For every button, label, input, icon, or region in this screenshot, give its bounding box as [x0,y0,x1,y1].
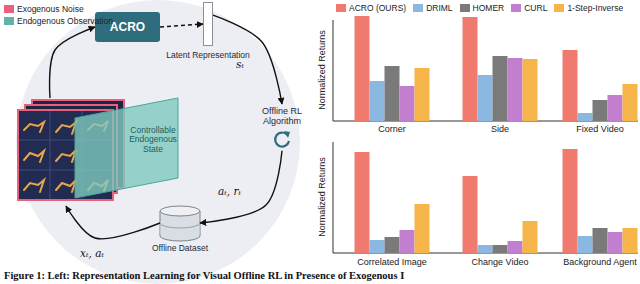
cylinder-top [160,206,200,216]
bar [608,95,623,121]
figure-caption: Figure 1: Left: Representation Learning … [4,270,404,281]
legend-swatch [554,4,564,12]
edge-label: xₜ, aₜ [80,247,104,259]
bar [523,221,538,253]
category-label: Change Video [472,257,529,267]
cycle-arrow [200,151,282,223]
category-label: Side [491,124,509,134]
bar [370,81,385,121]
node-label: Offline Dataset [152,243,208,253]
bar [508,241,523,253]
bar [415,204,430,253]
dataset-cylinder [160,206,200,241]
bar [523,59,538,121]
observation-stack: Controllable Endogenous State [18,98,178,206]
cycle-ground [16,0,300,284]
bar [623,84,638,121]
legend-item: Endogenous Observation [4,16,113,26]
axis-title: Normalized Returns [317,30,327,110]
bar-series [355,16,638,253]
legend-swatch [4,17,14,25]
cycle-arrow [50,27,95,98]
legend-text: ACRO (OURS) [349,3,406,13]
legend-item: DRIML [413,3,452,13]
bar [355,152,370,253]
legend-swatch [511,4,521,12]
bar [400,230,415,253]
agent [24,122,44,132]
grid-line [50,111,51,199]
cylinder-fill [161,222,200,236]
cycle-head [284,131,290,138]
y-axis [333,142,334,253]
agent [56,150,76,162]
edge-label: aₜ, rₜ [218,185,241,197]
category-label: Fixed Video [576,124,623,134]
bar [508,58,523,121]
latent-vector: Latent Representation [203,2,213,46]
bar [493,245,508,253]
bar [578,236,593,253]
bar [463,176,478,253]
bar [578,113,593,121]
bar [385,237,400,253]
legend-item: HOMER [460,3,505,13]
bar [593,228,608,253]
legend-swatch [460,4,470,12]
cycle-arrow [160,24,203,27]
category-label: Correlated Image [357,257,427,267]
legend-swatch [336,4,346,12]
agent [24,180,44,192]
bar [463,17,478,121]
algorithm-block: Offline RL Algorithm [250,104,314,151]
legend-text: Exogenous Noise [17,4,84,14]
node-label: Controllable Endogenous State [124,126,182,154]
category-label: Corner [378,124,406,134]
legend-text: Endogenous Observation [17,16,113,26]
chart-axes [333,20,638,253]
agent [24,151,44,162]
edge-label: sₜ [236,58,244,70]
legend-text: DRIML [426,3,452,13]
bar [415,68,430,121]
category-label: Background Agent [563,257,637,267]
cylinder-ring [160,223,200,228]
bar [478,75,493,121]
cycle-arrow [66,206,160,239]
node-label: ACRO [110,20,145,34]
bar [478,245,493,253]
bar [623,228,638,253]
bar [493,56,508,121]
legend-text: 1-Step-Inverse [567,3,623,13]
y-axis [333,20,334,121]
axis-title: Normalized Returns [317,157,327,237]
bar [370,240,385,253]
bar [563,149,578,253]
legend-item: CURL [511,3,547,13]
bar [608,232,623,253]
bar [385,66,400,121]
legend-item: 1-Step-Inverse [554,3,623,13]
cycle-icon [271,129,293,149]
bar [355,16,370,121]
agent [56,122,76,134]
legend-item: ACRO (OURS) [336,3,406,13]
node-label: Offline RL Algorithm [252,106,312,127]
bar [563,50,578,121]
legend-swatch [4,5,14,13]
agent [56,180,76,192]
legend-item: Exogenous Noise [4,4,84,14]
bar [593,100,608,121]
legend-text: CURL [524,3,547,13]
legend-text: HOMER [473,3,505,13]
dataset-cylinder: Offline Dataset [160,206,200,240]
legend-swatch [413,4,423,12]
bar [400,86,415,121]
